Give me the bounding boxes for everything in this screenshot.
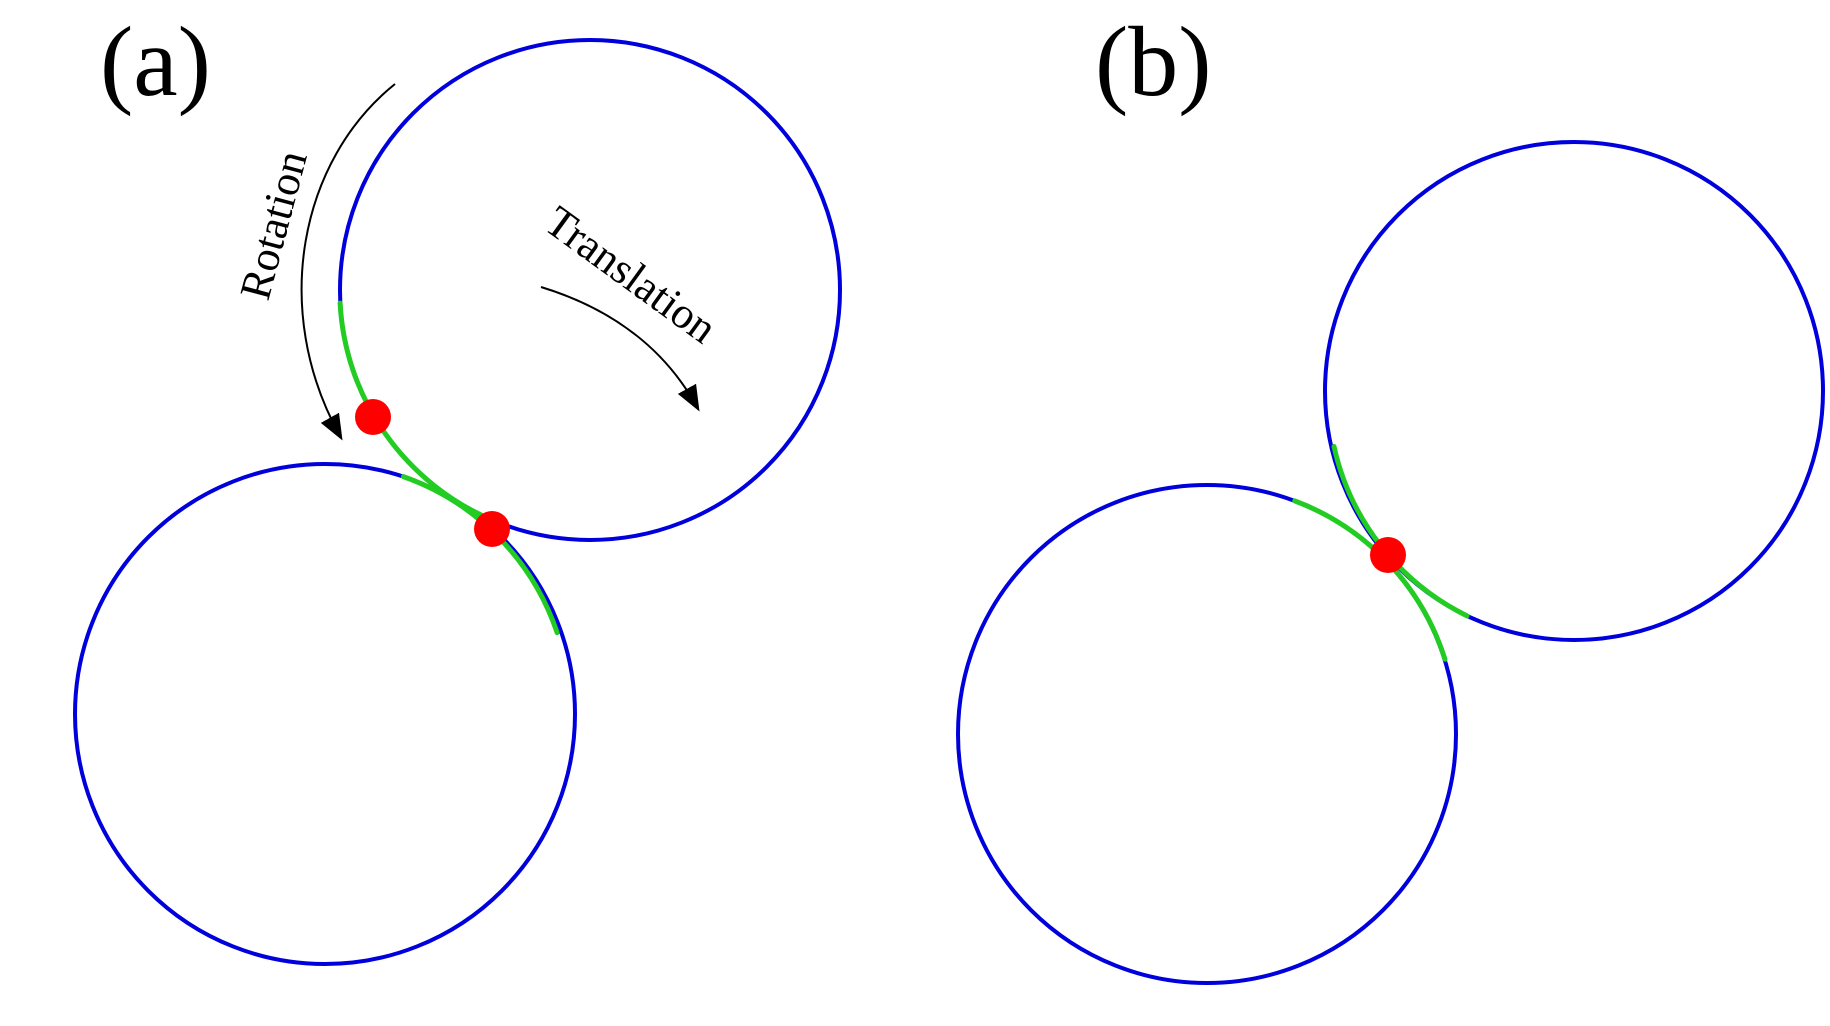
panel-b-lower-circle bbox=[956, 483, 1458, 985]
panel-a-translation-label: Translation bbox=[536, 196, 726, 353]
panel-b-contact-point bbox=[1370, 537, 1406, 573]
panel-a-translation-arrow bbox=[540, 286, 700, 412]
panel-a-contact-region-lower bbox=[400, 474, 560, 636]
panel-a-contact-point-1 bbox=[355, 399, 391, 435]
panel-a-label: (a) bbox=[100, 6, 211, 117]
panel-b-label: (b) bbox=[1095, 6, 1212, 117]
panel-a-lower-circle bbox=[73, 462, 577, 966]
panel-b-upper-circle bbox=[1323, 140, 1825, 642]
panel-b-contact-region-lower bbox=[1292, 498, 1448, 662]
panel-a-upper-circle bbox=[338, 38, 842, 542]
panel-b: (b) bbox=[956, 6, 1825, 985]
panel-a-rotation-arrow bbox=[300, 83, 396, 441]
panel-a: (a) Rotation Translation bbox=[73, 6, 842, 966]
panel-a-rotation-label: Rotation bbox=[230, 146, 317, 305]
panel-a-contact-point-2 bbox=[474, 511, 510, 547]
